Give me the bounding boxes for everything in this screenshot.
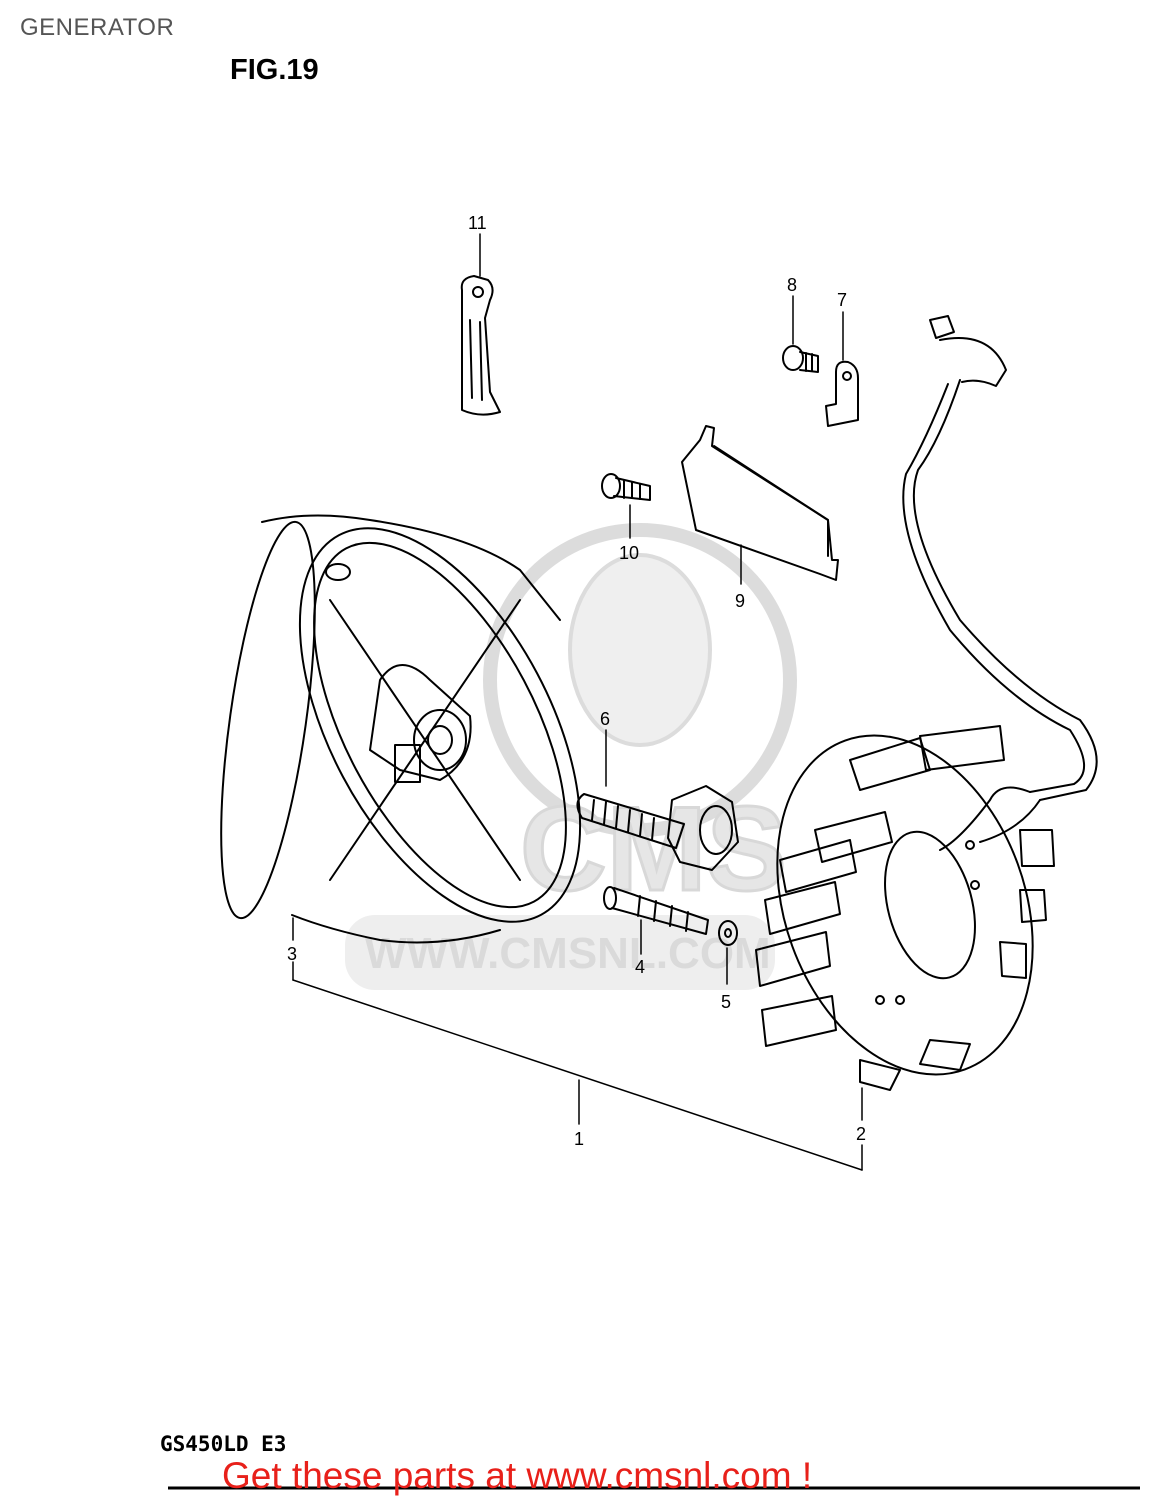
figure-label: FIG.19 — [230, 54, 319, 86]
promo-link[interactable]: Get these parts at www.cmsnl.com ! — [222, 1455, 813, 1496]
part-9-cover — [681, 425, 839, 581]
callout-1: 1 — [574, 1129, 584, 1149]
callout-labels: 11 8 7 10 9 6 3 4 5 2 1 — [287, 213, 866, 1149]
callout-6: 6 — [600, 709, 610, 729]
page-title: GENERATOR — [20, 14, 175, 41]
callout-7: 7 — [837, 290, 847, 310]
part-7-plate — [825, 360, 859, 427]
callout-leaders — [292, 233, 863, 1171]
part-11-clamp — [460, 275, 501, 416]
part-10-screw — [601, 473, 651, 501]
callout-9: 9 — [735, 591, 745, 611]
part-6-bolt — [576, 785, 739, 871]
callout-4: 4 — [635, 957, 645, 977]
part-5-washer — [718, 920, 738, 946]
callout-3: 3 — [287, 944, 297, 964]
watermark-site: WWW.CMSNL.COM — [365, 929, 771, 978]
part-8-screw — [782, 345, 819, 373]
callout-10: 10 — [619, 543, 639, 563]
model-code: GS450LD E3 — [160, 1432, 287, 1456]
watermark-logo: CMS — [520, 782, 787, 916]
stator-wiring-harness — [902, 315, 1098, 851]
callout-11: 11 — [468, 213, 487, 233]
part-4-bolt — [603, 886, 709, 935]
part-3-rotor — [220, 514, 582, 944]
callout-2: 2 — [856, 1124, 866, 1144]
part-2-stator — [755, 725, 1055, 1091]
callout-8: 8 — [787, 275, 797, 295]
callout-5: 5 — [721, 992, 731, 1012]
